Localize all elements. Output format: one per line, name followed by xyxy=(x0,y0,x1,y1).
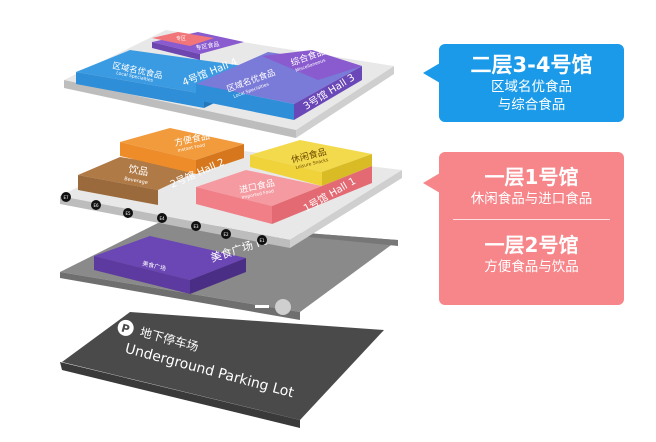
callout-lower-pointer xyxy=(423,173,440,193)
beverage-label: 饮品 xyxy=(127,162,149,178)
svg-text:E4: E4 xyxy=(159,216,165,221)
callout-lower2-line: 方便食品与饮品 xyxy=(484,259,579,275)
callout-upper-line1: 区域名优食品 xyxy=(491,79,572,95)
parking-icon xyxy=(117,319,134,336)
entrance-E4: E4 xyxy=(157,213,167,223)
entrance-E2: E2 xyxy=(221,229,231,239)
food-court-block-top xyxy=(94,236,246,280)
callout-upper-pointer xyxy=(423,63,440,83)
entrance-E1: E1 xyxy=(257,235,267,245)
floor2: 区域名优食品 Local Specialties 4号馆 Hall 4 专区 专… xyxy=(64,30,394,138)
floor1: 饮品 Beverage 方便食品 Instant Food 2号馆 Hall 2… xyxy=(60,128,402,248)
callout-upper-line2: 与综合食品 xyxy=(497,97,566,113)
basement-entrance-icon xyxy=(275,299,291,315)
hall2-top-sub: Instant Food xyxy=(177,142,206,154)
callout-lower1-title: 一层1号馆 xyxy=(484,165,579,189)
svg-text:E7: E7 xyxy=(63,195,69,200)
parking-icon-label: P xyxy=(120,322,131,337)
svg-text:E6: E6 xyxy=(93,203,99,208)
entrance-E7: E7 xyxy=(61,192,71,202)
callout-lower2-title: 一层2号馆 xyxy=(484,233,579,257)
callout-divider xyxy=(453,219,610,220)
beverage-sub: Beverage xyxy=(124,176,149,186)
callout-upper: 二层3-4号馆 区域名优食品 与综合食品 xyxy=(439,44,624,122)
callout-lower1-line: 休闲食品与进口食品 xyxy=(470,191,593,207)
hall4-top-label: 专区 xyxy=(176,35,186,42)
svg-text:E3: E3 xyxy=(193,224,199,229)
svg-text:E1: E1 xyxy=(259,238,265,243)
callout-lower: 一层1号馆 休闲食品与进口食品 一层2号馆 方便食品与饮品 xyxy=(439,152,624,305)
entrance-E3: E3 xyxy=(191,221,201,231)
entrance-E5: E5 xyxy=(123,208,133,218)
svg-text:E5: E5 xyxy=(125,211,131,216)
entrance-E6: E6 xyxy=(91,200,101,210)
callout-upper-title: 二层3-4号馆 xyxy=(470,53,593,77)
svg-text:E2: E2 xyxy=(223,232,229,237)
basement-parking-floor: P 地下停车场 Underground Parking Lot xyxy=(60,312,384,428)
